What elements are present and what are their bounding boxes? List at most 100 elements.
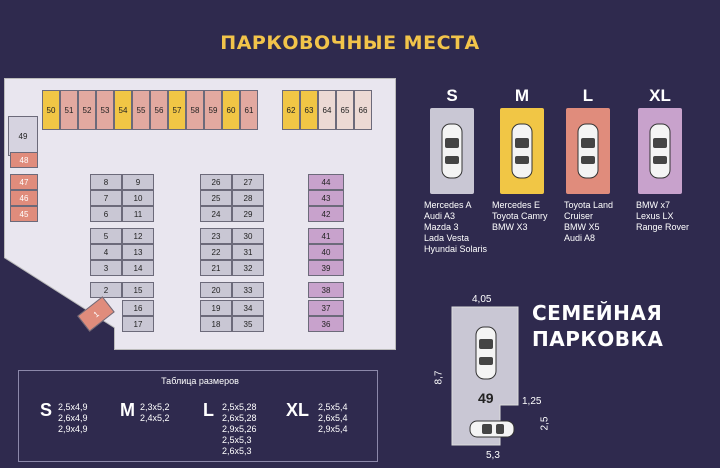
spot-63[interactable]: 63 (300, 90, 318, 130)
spot-33[interactable]: 33 (232, 282, 264, 298)
dim-step: 1,25 (522, 396, 542, 407)
spot-41[interactable]: 41 (308, 228, 344, 244)
spot-45[interactable]: 45 (10, 206, 38, 222)
spot-36[interactable]: 36 (308, 316, 344, 332)
table-values-s: 2,5x4,9 2,6x4,9 2,9x4,9 (58, 402, 88, 435)
family-title-line2: ПАРКОВКА (532, 327, 664, 351)
size-value: 2,5x5,28 (222, 402, 257, 412)
spot-26[interactable]: 26 (200, 174, 232, 190)
spot-50[interactable]: 50 (42, 90, 60, 130)
size-label-l: L (582, 86, 594, 105)
dim-bottom: 5,3 (486, 450, 500, 461)
spot-66[interactable]: 66 (354, 90, 372, 130)
dim-top: 4,05 (472, 294, 492, 305)
spot-4[interactable]: 4 (90, 244, 122, 260)
car-name: Toyota Land (564, 200, 614, 210)
spot-43[interactable]: 43 (308, 190, 344, 206)
car-name: Hyundai Solaris (424, 244, 488, 254)
size-value: 2,6x5,28 (222, 413, 257, 423)
spot-8[interactable]: 8 (90, 174, 122, 190)
spot-14[interactable]: 14 (122, 260, 154, 276)
spot-12[interactable]: 12 (122, 228, 154, 244)
spot-5[interactable]: 5 (90, 228, 122, 244)
spot-25[interactable]: 25 (200, 190, 232, 206)
spot-55[interactable]: 55 (132, 90, 150, 130)
spot-65[interactable]: 65 (336, 90, 354, 130)
spot-62[interactable]: 62 (282, 90, 300, 130)
spot-22[interactable]: 22 (200, 244, 232, 260)
car-name: Audi A8 (564, 233, 596, 243)
car-top-icon (577, 123, 599, 179)
spot-6[interactable]: 6 (90, 206, 122, 222)
spot-28[interactable]: 28 (232, 190, 264, 206)
car-name: Audi A3 (424, 211, 456, 221)
spot-56[interactable]: 56 (150, 90, 168, 130)
size-value: 2,5x4,9 (58, 402, 88, 412)
spot-35[interactable]: 35 (232, 316, 264, 332)
spot-42[interactable]: 42 (308, 206, 344, 222)
car-name: Toyota Camry (492, 211, 548, 221)
spot-10[interactable]: 10 (122, 190, 154, 206)
spot-32[interactable]: 32 (232, 260, 264, 276)
spot-15[interactable]: 15 (122, 282, 154, 298)
spot-3[interactable]: 3 (90, 260, 122, 276)
spot-30[interactable]: 30 (232, 228, 264, 244)
spot-53[interactable]: 53 (96, 90, 114, 130)
size-value: 2,6x4,9 (58, 413, 88, 423)
car-list-m: Mercedes E Toyota Camry BMW X3 (492, 200, 548, 233)
spot-24[interactable]: 24 (200, 206, 232, 222)
size-value: 2,9x5,26 (222, 424, 257, 434)
spot-48[interactable]: 48 (10, 152, 38, 168)
size-value: 2,9x4,9 (58, 424, 88, 434)
spot-2[interactable]: 2 (90, 282, 122, 298)
car-top-icon (511, 123, 533, 179)
spot-44[interactable]: 44 (308, 174, 344, 190)
spot-47[interactable]: 47 (10, 174, 38, 190)
spot-11[interactable]: 11 (122, 206, 154, 222)
spot-39[interactable]: 39 (308, 260, 344, 276)
spot-7[interactable]: 7 (90, 190, 122, 206)
spot-13[interactable]: 13 (122, 244, 154, 260)
table-size-l: L (203, 400, 214, 420)
spot-23[interactable]: 23 (200, 228, 232, 244)
spot-19[interactable]: 19 (200, 300, 232, 316)
size-label-m: M (514, 86, 530, 105)
dim-right: 2,5 (539, 416, 551, 431)
car-name: Mercedes A (424, 200, 472, 210)
spot-49[interactable]: 49 (8, 116, 38, 156)
spot-64[interactable]: 64 (318, 90, 336, 130)
size-label-s: S (446, 86, 458, 105)
car-list-l: Toyota Land Cruiser BMW X5 Audi A8 (564, 200, 613, 244)
spot-29[interactable]: 29 (232, 206, 264, 222)
spot-20[interactable]: 20 (200, 282, 232, 298)
spot-38[interactable]: 38 (308, 282, 344, 298)
spot-27[interactable]: 27 (232, 174, 264, 190)
size-table (18, 370, 378, 462)
spot-40[interactable]: 40 (308, 244, 344, 260)
parking-plan: 49 50 51 52 53 54 55 56 57 58 59 60 61 6… (4, 78, 396, 350)
spot-37[interactable]: 37 (308, 300, 344, 316)
car-top-icon (649, 123, 671, 179)
spot-54[interactable]: 54 (114, 90, 132, 130)
spot-21[interactable]: 21 (200, 260, 232, 276)
spot-51[interactable]: 51 (60, 90, 78, 130)
spot-52[interactable]: 52 (78, 90, 96, 130)
spot-59[interactable]: 59 (204, 90, 222, 130)
car-side-icon (469, 420, 515, 438)
spot-46[interactable]: 46 (10, 190, 38, 206)
spot-16[interactable]: 16 (122, 300, 154, 316)
spot-18[interactable]: 18 (200, 316, 232, 332)
size-value: 2,5x5,4 (318, 402, 348, 412)
spot-9[interactable]: 9 (122, 174, 154, 190)
size-label-xl: XL (649, 86, 671, 105)
spot-31[interactable]: 31 (232, 244, 264, 260)
spot-57[interactable]: 57 (168, 90, 186, 130)
car-name: Lada Vesta (424, 233, 470, 243)
spot-34[interactable]: 34 (232, 300, 264, 316)
car-name: Lexus LX (636, 211, 674, 221)
spot-60[interactable]: 60 (222, 90, 240, 130)
spot-58[interactable]: 58 (186, 90, 204, 130)
spot-17[interactable]: 17 (122, 316, 154, 332)
size-card-s (430, 108, 474, 194)
spot-61[interactable]: 61 (240, 90, 258, 130)
